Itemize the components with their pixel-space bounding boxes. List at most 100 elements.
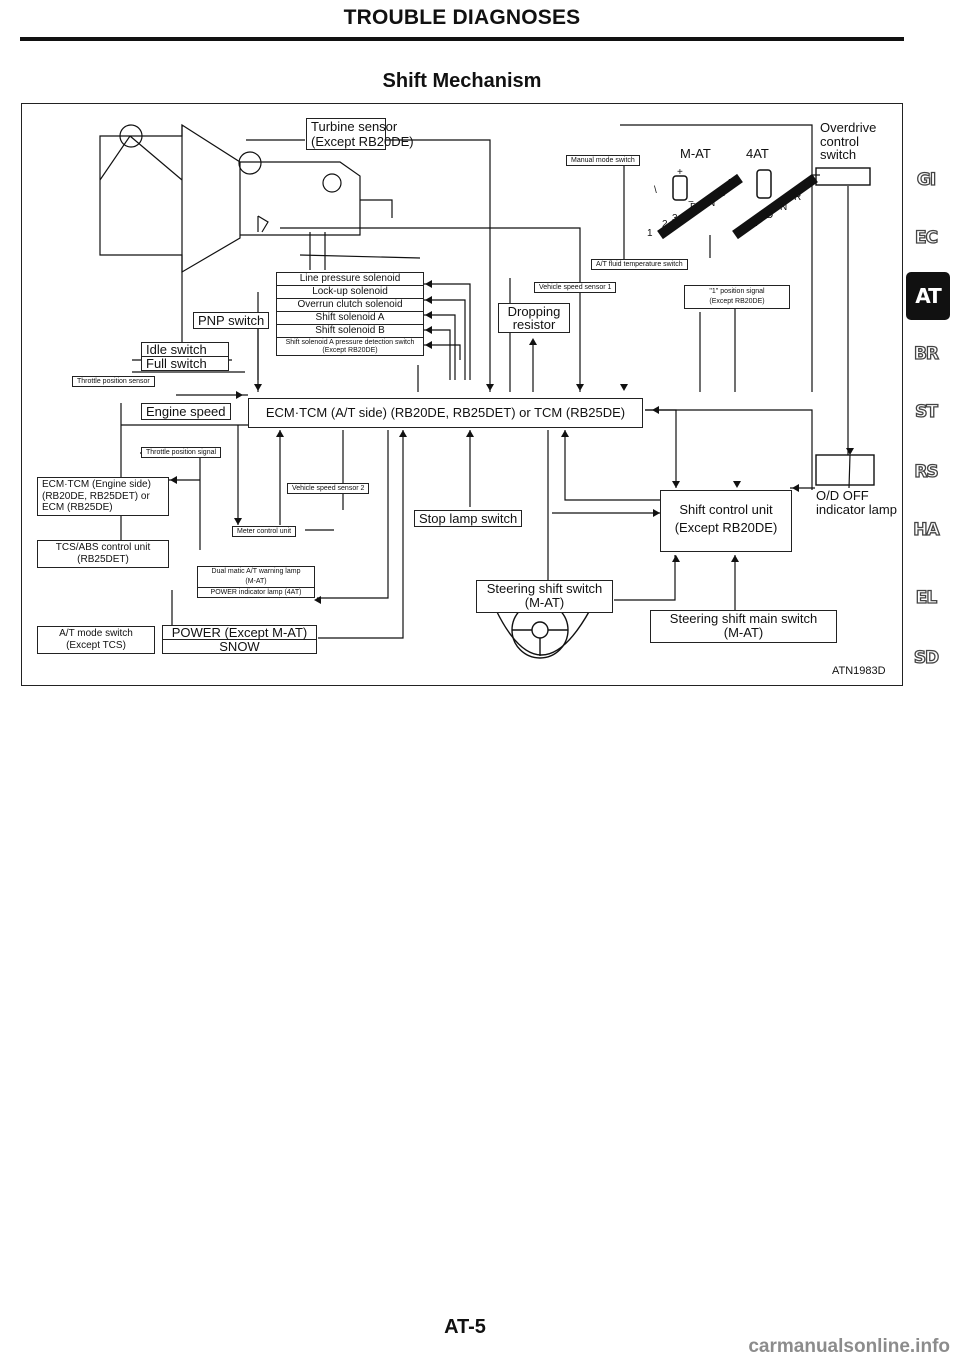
tcs-abs-text-2: (RB25DET) [77, 554, 129, 565]
figure-code: ATN1983D [832, 665, 886, 677]
overdrive-text-3: switch [820, 147, 857, 163]
idle-full-switch: Idle switch Full switch [141, 342, 229, 371]
shift-control-unit-text-1: Shift control unit [679, 502, 773, 517]
ecm-tcm-engine-text-2: (RB20DE, RB25DET) or [42, 490, 150, 502]
watermark: carmanualsonline.info [748, 1336, 950, 1357]
gate-left-minus: − [688, 197, 694, 208]
steering-shift-switch-text-2: (M-AT) [524, 595, 565, 611]
shift-solenoid-a-pressure-switch: Shift solenoid A pressure detection swit… [277, 337, 423, 347]
power-except-mat: POWER (Except M-AT) [171, 625, 308, 640]
gate-left-p: P [728, 178, 735, 189]
vehicle-speed-sensor-1: Vehicle speed sensor 1 [534, 282, 617, 293]
shift-control-unit: Shift control unit (Except RB20DE) [660, 490, 792, 552]
overdrive-text-2: control [820, 133, 860, 149]
diagram-frame [21, 103, 903, 686]
dropping-resistor-text-2: resistor [512, 317, 556, 332]
od-off-text-2: indicator lamp [816, 501, 897, 517]
tab-ec[interactable]: EC [914, 227, 938, 248]
dropping-resistor-text-1: Dropping [507, 304, 561, 319]
gate-left-slash: \ [654, 185, 657, 196]
ecm-tcm-engine: ECM·TCM (Engine side) (RB20DE, RB25DET) … [37, 477, 169, 516]
overrun-clutch-solenoid: Overrun clutch solenoid [277, 298, 423, 311]
throttle-position-signal: Throttle position signal [141, 447, 222, 458]
gate-left-2: 2 [662, 219, 668, 230]
shift-solenoid-a: Shift solenoid A [277, 311, 423, 324]
gate-left-n: N [708, 198, 716, 209]
position-signal-text-2: (Except RB20DE) [709, 297, 765, 305]
transmission-drawing [99, 123, 393, 274]
meter-control-unit: Meter control unit [232, 526, 297, 537]
engine-speed: Engine speed [141, 403, 231, 420]
arrowheads [170, 280, 854, 604]
at-mode-switch: A/T mode switch (Except TCS) [37, 626, 155, 654]
wires [120, 124, 851, 640]
shift-control-unit-text-2: (Except RB20DE) [674, 519, 778, 535]
od-off-text-1: O/D OFF [816, 488, 869, 503]
wiring-diagram [99, 123, 875, 659]
gate-right-n: N [780, 202, 788, 213]
tab-ha[interactable]: HA [913, 519, 941, 540]
gate-left-plus: + [677, 167, 683, 178]
at-fluid-temp-switch: A/T fluid temperature switch [591, 259, 688, 270]
shift-solenoid-a-pressure-note: (Except RB20DE) [322, 347, 378, 354]
gate-left-r: R [718, 188, 726, 199]
overdrive-text-1: Overdrive [820, 120, 877, 135]
tab-gi[interactable]: GI [916, 169, 937, 190]
gate-right-d: D [766, 210, 774, 221]
tcs-abs-text-1: TCS/ABS control unit [55, 542, 151, 553]
steering-main-switch-text-1: Steering shift main switch [669, 611, 818, 626]
pnp-switch: PNP switch [193, 312, 270, 329]
warning-lamp-block: Dual matic A/T warning lamp (M-AT) POWER… [197, 566, 315, 599]
m-at-label: M-AT [680, 146, 711, 161]
gate-left-3: 3 [672, 213, 678, 224]
at-mode-switch-text-1: A/T mode switch [59, 628, 133, 639]
page-title: TROUBLE DIAGNOSES [343, 6, 581, 29]
power-indicator-lamp: POWER indicator lamp (4AT) [198, 586, 314, 598]
steering-shift-switch: Steering shift switch (M-AT) [476, 580, 613, 613]
stop-lamp-switch: Stop lamp switch [414, 510, 523, 527]
sidebar-rule [942, 0, 960, 1358]
dropping-resistor: Dropping resistor [498, 303, 570, 333]
tcs-abs-control-unit: TCS/ABS control unit (RB25DET) [37, 540, 169, 568]
tab-st[interactable]: ST [914, 401, 938, 422]
throttle-position-sensor: Throttle position sensor [72, 376, 155, 387]
turbine-sensor-note: (Except RB20DE) [311, 134, 414, 149]
lockup-solenoid: Lock-up solenoid [277, 285, 423, 298]
gate-left-d: D [690, 202, 698, 213]
ecm-tcm-engine-text-3: ECM (RB25DE) [42, 502, 113, 513]
snow-mode: SNOW [163, 639, 316, 653]
gate-right-r: R [794, 192, 802, 203]
steering-shift-main-switch: Steering shift main switch (M-AT) [650, 610, 837, 643]
gate-right-2: 2 [752, 218, 758, 229]
4at-label: 4AT [746, 146, 769, 161]
full-switch: Full switch [142, 356, 228, 370]
gate-drawings [657, 169, 818, 240]
overdrive-control-switch: Overdrive control switch [820, 121, 876, 162]
position-signal-text-1: "1" position signal [709, 288, 765, 295]
page-number: AT-5 [444, 1316, 486, 1338]
line-pressure-solenoid: Line pressure solenoid [299, 273, 401, 284]
tab-sd[interactable]: SD [913, 647, 940, 668]
dual-matic-warning: Dual matic A/T warning lamp [211, 568, 301, 575]
tab-el[interactable]: EL [915, 587, 938, 608]
idle-switch: Idle switch [146, 342, 207, 357]
solenoid-block: Line pressure solenoid Lock-up solenoid … [276, 272, 424, 356]
turbine-sensor-text: Turbine sensor [311, 119, 398, 134]
ecm-tcm-engine-text-1: ECM·TCM (Engine side) [42, 479, 151, 490]
vehicle-speed-sensor-2: Vehicle speed sensor 2 [287, 483, 370, 494]
turbine-sensor-label: Turbine sensor (Except RB20DE) [306, 118, 414, 150]
power-snow-block: POWER (Except M-AT) SNOW [162, 625, 317, 654]
steering-main-switch-text-2: (M-AT) [723, 625, 764, 641]
gate-right-p: P [804, 179, 811, 190]
section-title: Shift Mechanism [382, 70, 542, 92]
position-signal: "1" position signal (Except RB20DE) [684, 285, 790, 309]
shift-solenoid-b: Shift solenoid B [277, 324, 423, 337]
tab-at[interactable]: AT [906, 272, 950, 320]
ecm-tcm-main: ECM·TCM (A/T side) (RB20DE, RB25DET) or … [248, 398, 643, 428]
tab-rs[interactable]: RS [914, 461, 940, 482]
steering-shift-switch-text-1: Steering shift switch [486, 581, 603, 596]
tab-br[interactable]: BR [913, 343, 939, 364]
gate-left-1: 1 [647, 228, 653, 239]
at-mode-switch-text-2: (Except TCS) [66, 640, 126, 651]
od-off-indicator-lamp: O/D OFF indicator lamp [816, 489, 897, 516]
